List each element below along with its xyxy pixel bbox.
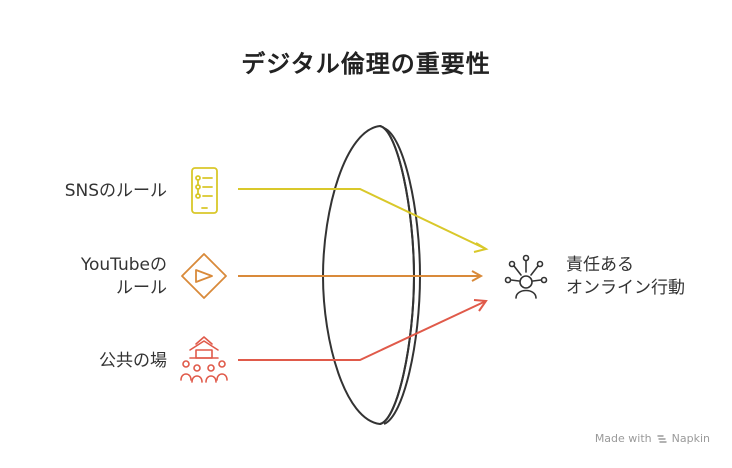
arrow-youtube	[238, 270, 484, 282]
play-button-icon	[181, 253, 227, 299]
smartphone-checklist-icon	[191, 167, 218, 214]
watermark-text: Made with	[594, 432, 652, 445]
arrow-sns	[238, 188, 489, 253]
label-sns-rules: SNSのルール	[64, 181, 167, 201]
watermark-brand: Napkin	[671, 432, 710, 445]
napkin-watermark: Made with Napkin	[595, 432, 710, 445]
label-responsible-behavior: 責任ある オンライン行動	[566, 255, 685, 298]
label-youtube-rules: YouTubeの ルール	[80, 255, 167, 298]
community-building-icon	[180, 336, 228, 383]
network-user-icon	[504, 254, 548, 299]
label-public-place: 公共の場	[99, 351, 167, 371]
arrow-public	[238, 299, 488, 361]
napkin-logo-icon	[656, 434, 667, 443]
page-title: デジタル倫理の重要性	[241, 50, 491, 78]
